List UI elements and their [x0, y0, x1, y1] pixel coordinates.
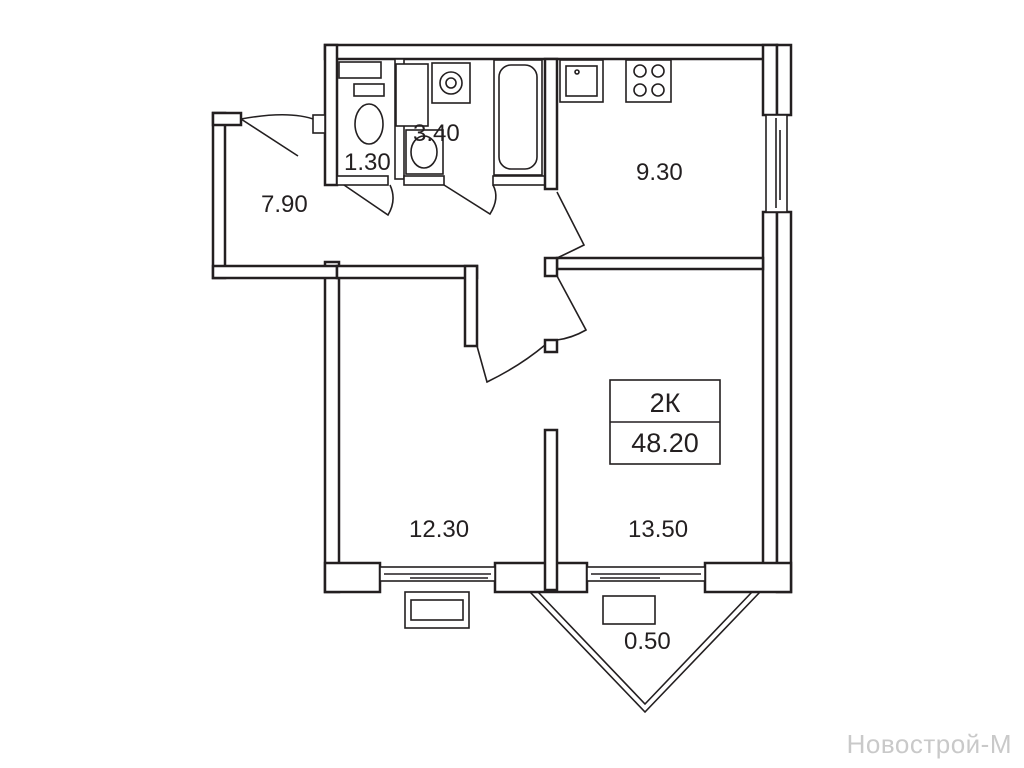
washing-machine-icon [431, 62, 471, 104]
windows [379, 114, 788, 582]
fixtures [338, 59, 672, 176]
toilet-area-label: 1.30 [344, 149, 391, 176]
kitchen-area-label: 9.30 [636, 159, 683, 186]
toilet-icon [338, 61, 385, 145]
stove-icon [625, 59, 672, 103]
balconies [404, 591, 761, 714]
interior-walls [335, 57, 765, 592]
living-area-label: 13.50 [628, 516, 688, 543]
balcony-area-label: 0.50 [624, 628, 671, 655]
bathtub-icon [493, 59, 543, 176]
doors [240, 113, 588, 384]
cabinet-icon [395, 63, 429, 127]
bedroom-area-label: 12.30 [409, 516, 469, 543]
watermark: Новострой-М [846, 729, 1012, 759]
outer-walls [211, 43, 793, 594]
total-area: 48.20 [631, 428, 699, 458]
hall-area-label: 7.90 [261, 191, 308, 218]
kitchen-sink-icon [559, 59, 604, 103]
apartment-type: 2К [650, 388, 681, 418]
sink-icon [405, 129, 444, 175]
apartment-badge: 2К 48.20 [609, 379, 721, 465]
bathroom-area-label: 3.40 [413, 120, 460, 147]
